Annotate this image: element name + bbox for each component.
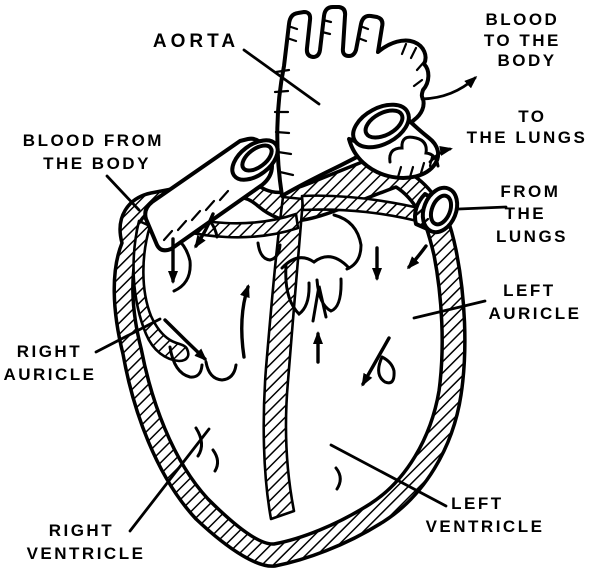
- pulmonary-vein-rib-ticks: [413, 207, 430, 228]
- label-left-auricle-line2: AURICLE: [488, 304, 581, 323]
- label-blood-from-body: BLOOD FROM THE BODY: [23, 131, 171, 173]
- flow-arrow-left-auricle-diagonal: [406, 244, 428, 270]
- label-blood-to-body-line2: TO THE: [484, 31, 561, 50]
- label-right-ventricle: RIGHT VENTRICLE: [27, 521, 146, 563]
- left-ventricle-papillary-muscle: [334, 355, 396, 491]
- label-blood-to-body-line1: BLOOD: [485, 10, 559, 29]
- label-right-ventricle-line2: VENTRICLE: [27, 544, 146, 563]
- pulmonary-artery-rib-ticks: [396, 155, 434, 179]
- label-right-ventricle-line1: RIGHT: [49, 521, 114, 540]
- tricuspid-valve: [168, 345, 238, 382]
- label-from-the-lungs-line3: LUNGS: [496, 227, 568, 246]
- label-blood-from-body-line1: BLOOD FROM: [23, 131, 164, 150]
- label-aorta: AORTA: [153, 31, 239, 52]
- label-left-auricle-line1: LEFT: [503, 281, 556, 300]
- flow-arrow-tricuspid: [163, 318, 208, 362]
- right-ventricle-trabeculae: [194, 426, 220, 473]
- vena-cava-rib-ticks: [162, 189, 230, 242]
- leader-aorta: [242, 48, 321, 106]
- aorta-rib-ticks: [273, 18, 426, 177]
- vena-cava-opening-inner: [240, 143, 274, 173]
- pulmonary-artery-opening-inner: [363, 108, 405, 140]
- label-from-the-lungs-line2: THE: [505, 204, 547, 223]
- label-left-ventricle-line1: LEFT: [451, 494, 504, 513]
- left-auricle-scallops: [388, 135, 440, 168]
- label-blood-from-body-line2: THE BODY: [43, 154, 151, 173]
- leader-blood-from-body: [105, 174, 141, 212]
- label-from-the-lungs-line1: FROM: [500, 182, 560, 201]
- label-right-auricle: RIGHT AURICLE: [3, 342, 96, 384]
- leader-from-the-lungs: [457, 205, 508, 211]
- label-right-auricle-line2: AURICLE: [3, 365, 96, 384]
- label-blood-to-body-line3: BODY: [497, 51, 556, 70]
- leader-right-ventricle: [128, 427, 211, 533]
- label-right-auricle-line1: RIGHT: [17, 342, 82, 361]
- arrow-blood-to-body: [420, 75, 478, 101]
- label-to-the-lungs-line2: THE LUNGS: [467, 128, 588, 147]
- flow-arrow-right-auricle-diagonal: [194, 212, 215, 249]
- pulmonary-vein-opening-inner: [428, 193, 454, 227]
- aorta-vessel: [275, 5, 431, 198]
- leader-left-auricle: [412, 299, 487, 320]
- pulmonary-valve: [256, 241, 282, 262]
- septum: [262, 195, 305, 521]
- label-to-the-lungs: TO THE LUNGS: [467, 107, 588, 147]
- mitral-aortic-valve: [280, 255, 351, 323]
- leader-left-ventricle: [329, 443, 448, 508]
- flow-arrow-right-ventricle-up: [240, 284, 250, 359]
- left-auricle-inner-curve: [332, 213, 363, 271]
- flow-arrow-mitral: [361, 336, 391, 387]
- label-left-ventricle: LEFT VENTRICLE: [426, 494, 545, 536]
- arrow-to-the-lungs: [428, 146, 453, 164]
- label-to-the-lungs-line1: TO: [518, 107, 546, 126]
- label-from-the-lungs: FROM THE LUNGS: [496, 182, 568, 246]
- label-blood-to-body: BLOOD TO THE BODY: [484, 10, 568, 70]
- label-left-auricle: LEFT AURICLE: [488, 281, 581, 323]
- label-left-ventricle-line2: VENTRICLE: [426, 517, 545, 536]
- leader-right-auricle: [94, 317, 162, 354]
